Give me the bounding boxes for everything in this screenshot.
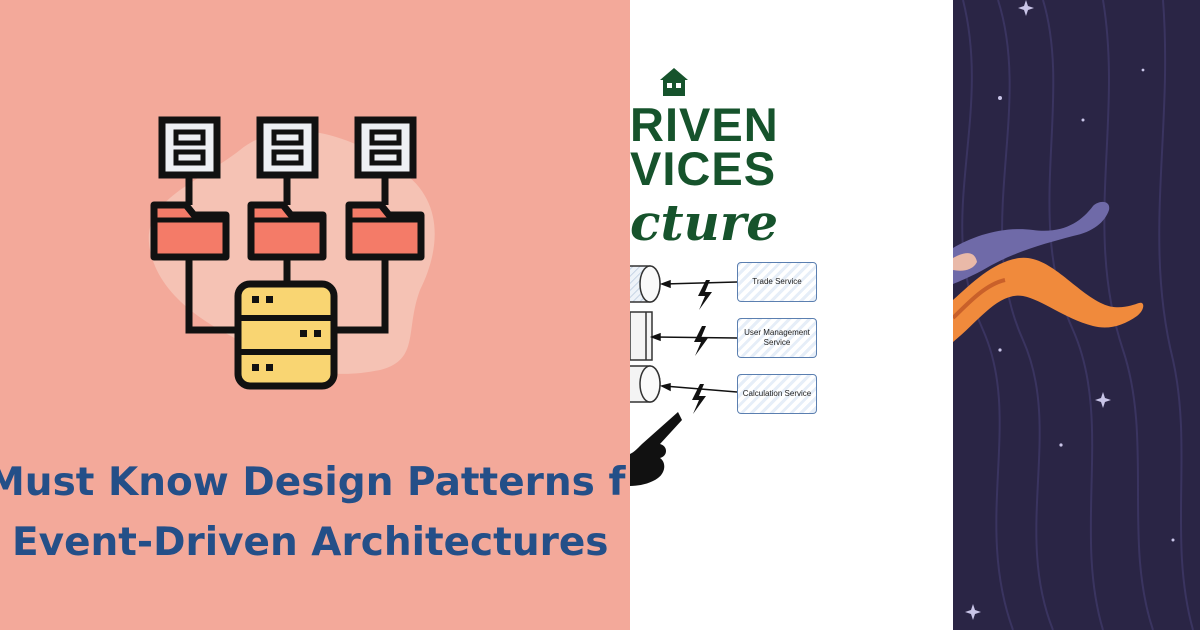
title-fragment-driven: RIVEN [630,98,779,151]
stretching-arm-illustration [953,0,1194,630]
user-management-service-label: User Management Service [744,328,810,347]
trade-service-box: Trade Service [737,262,817,302]
article-title-line-2: Event-Driven Architectures [12,520,609,565]
folder-icon-3 [345,201,425,261]
middle-thumbnail-panel[interactable]: RIVEN VICES cture Trade Service User Man… [630,0,953,630]
document-icon-3 [354,116,417,179]
contour-lines [961,0,1194,630]
lightning-bolt-icon [692,280,712,414]
sleeve-shape [953,201,1110,284]
calculation-service-label: Calculation Service [742,389,812,399]
connector-lines [185,175,389,334]
folder-icon-1 [150,201,230,261]
document-icon-1 [158,116,221,179]
hierarchical-database-network-icon [148,116,435,390]
middle-graphics [630,68,738,486]
orange-arm-shape [953,257,1144,342]
user-management-service-box: User Management Service [737,318,817,358]
right-thumbnail-panel[interactable] [953,0,1200,630]
server-stack-icon [234,280,338,390]
left-thumbnail-panel[interactable]: Must Know Design Patterns f Event-Driven… [0,0,630,630]
house-icon [660,68,688,96]
pointing-hand-icon [630,412,682,486]
title-fragment-architecture: cture [630,193,779,252]
document-icon-2 [256,116,319,179]
arrow-lines [649,279,738,393]
event-bus-cylinder-icon [630,265,661,403]
calculation-service-box: Calculation Service [737,374,817,414]
article-title-line-1: Must Know Design Patterns f [0,460,626,505]
sparkle-star-icon [965,0,1175,620]
trade-service-label: Trade Service [752,277,802,287]
title-fragment-services: VICES [630,142,777,195]
folder-icon-2 [247,201,327,261]
